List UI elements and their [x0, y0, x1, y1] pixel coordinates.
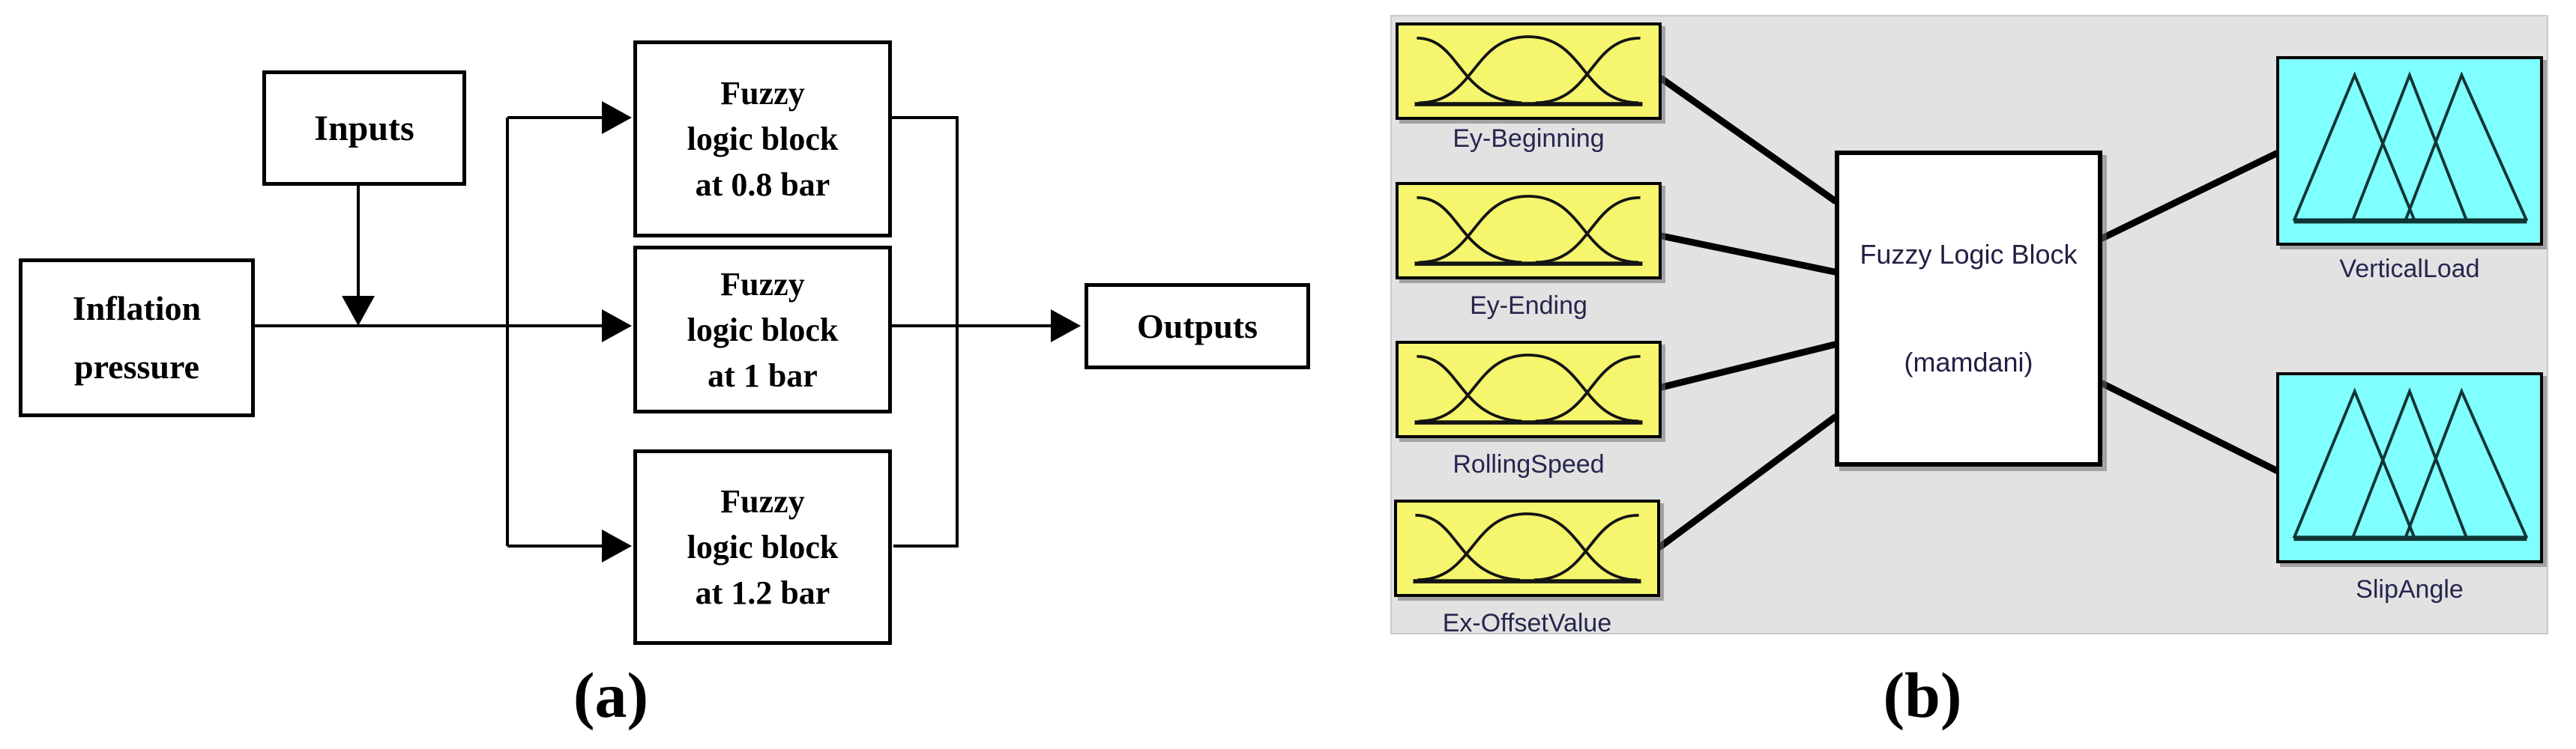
wire-ex-offsetvalue [1656, 413, 1839, 551]
arrowhead-top-block [602, 101, 632, 134]
flowchart-wires [255, 116, 1052, 548]
caption-a: (a) [573, 659, 649, 731]
inputs-box: Inputs [262, 70, 466, 186]
fuzzy-08-line1: Fuzzy [720, 75, 805, 112]
output-var-label: SlipAngle [2356, 575, 2464, 604]
fuzzy-1-line2: logic block [687, 311, 839, 348]
inflation-line-1: Inflation [72, 289, 202, 327]
inputs-label: Inputs [314, 108, 414, 148]
output-var-box-verticalload [2276, 56, 2543, 246]
fuzzy-1-line3: at 1 bar [708, 357, 818, 394]
wire-rollingspeed [1658, 341, 1839, 391]
fuzzy-logic-block: Fuzzy Logic Block (mamdani) [1835, 151, 2102, 467]
membership-curves-icon [1414, 354, 1643, 425]
output-var-label: VerticalLoad [2339, 255, 2480, 283]
fuzzy-1-line1: Fuzzy [720, 265, 805, 303]
input-var-label: Ey-Beginning [1453, 124, 1605, 153]
wire-ey-ending [1658, 232, 1839, 276]
output-var-box-slipangle [2276, 372, 2543, 563]
input-var-box-ex-offsetvalue [1394, 500, 1660, 597]
flowchart-arrowheads [342, 101, 1081, 562]
fuzzy-08-line3: at 0.8 bar [695, 166, 830, 203]
arrowhead-mid-block [602, 309, 632, 342]
membership-curves-icon [1414, 35, 1643, 106]
membership-curves-icon [1413, 512, 1641, 583]
outputs-label: Outputs [1136, 307, 1258, 345]
fuzzy-logic-block-title: Fuzzy Logic Block [1859, 239, 2078, 270]
input-var-box-rollingspeed [1396, 341, 1662, 438]
wire-slipangle [2099, 380, 2280, 474]
outputs-box: Outputs [1085, 283, 1310, 369]
membership-triangles-icon [2292, 70, 2529, 224]
fuzzy-block-1bar: Fuzzy logic block at 1 bar [633, 246, 892, 413]
fuzzy-12-line2: logic block [687, 529, 839, 565]
arrowhead-inputs-down [342, 296, 375, 326]
inflation-line-2: pressure [74, 348, 199, 386]
membership-triangles-icon [2292, 387, 2529, 542]
fuzzy-12-line1: Fuzzy [720, 483, 805, 520]
fuzzy-block-12bar: Fuzzy logic block at 1.2 bar [633, 449, 892, 645]
input-var-box-ey-ending [1396, 182, 1662, 279]
membership-curves-icon [1414, 195, 1643, 266]
wire-verticalload [2099, 150, 2280, 242]
fuzzy-08-line2: logic block [687, 121, 839, 157]
caption-b: (b) [1883, 659, 1962, 731]
wire-ey-beginning [1658, 75, 1839, 204]
wire-output-collector [892, 116, 959, 548]
inflation-pressure-box: Inflation pressure [19, 258, 255, 417]
arrowhead-outputs [1051, 309, 1081, 342]
input-var-label: Ey-Ending [1470, 291, 1587, 320]
fis-wires [1656, 75, 2280, 551]
fuzzy-block-08bar: Fuzzy logic block at 0.8 bar [633, 40, 892, 237]
arrowhead-bottom-block [602, 530, 632, 562]
input-var-label: Ex-OffsetValue [1442, 609, 1612, 637]
input-var-box-ey-beginning [1396, 22, 1662, 120]
input-var-label: RollingSpeed [1453, 450, 1605, 479]
fuzzy-logic-block-subtitle: (mamdani) [1904, 347, 2033, 377]
fuzzy-12-line3: at 1.2 bar [695, 574, 830, 611]
